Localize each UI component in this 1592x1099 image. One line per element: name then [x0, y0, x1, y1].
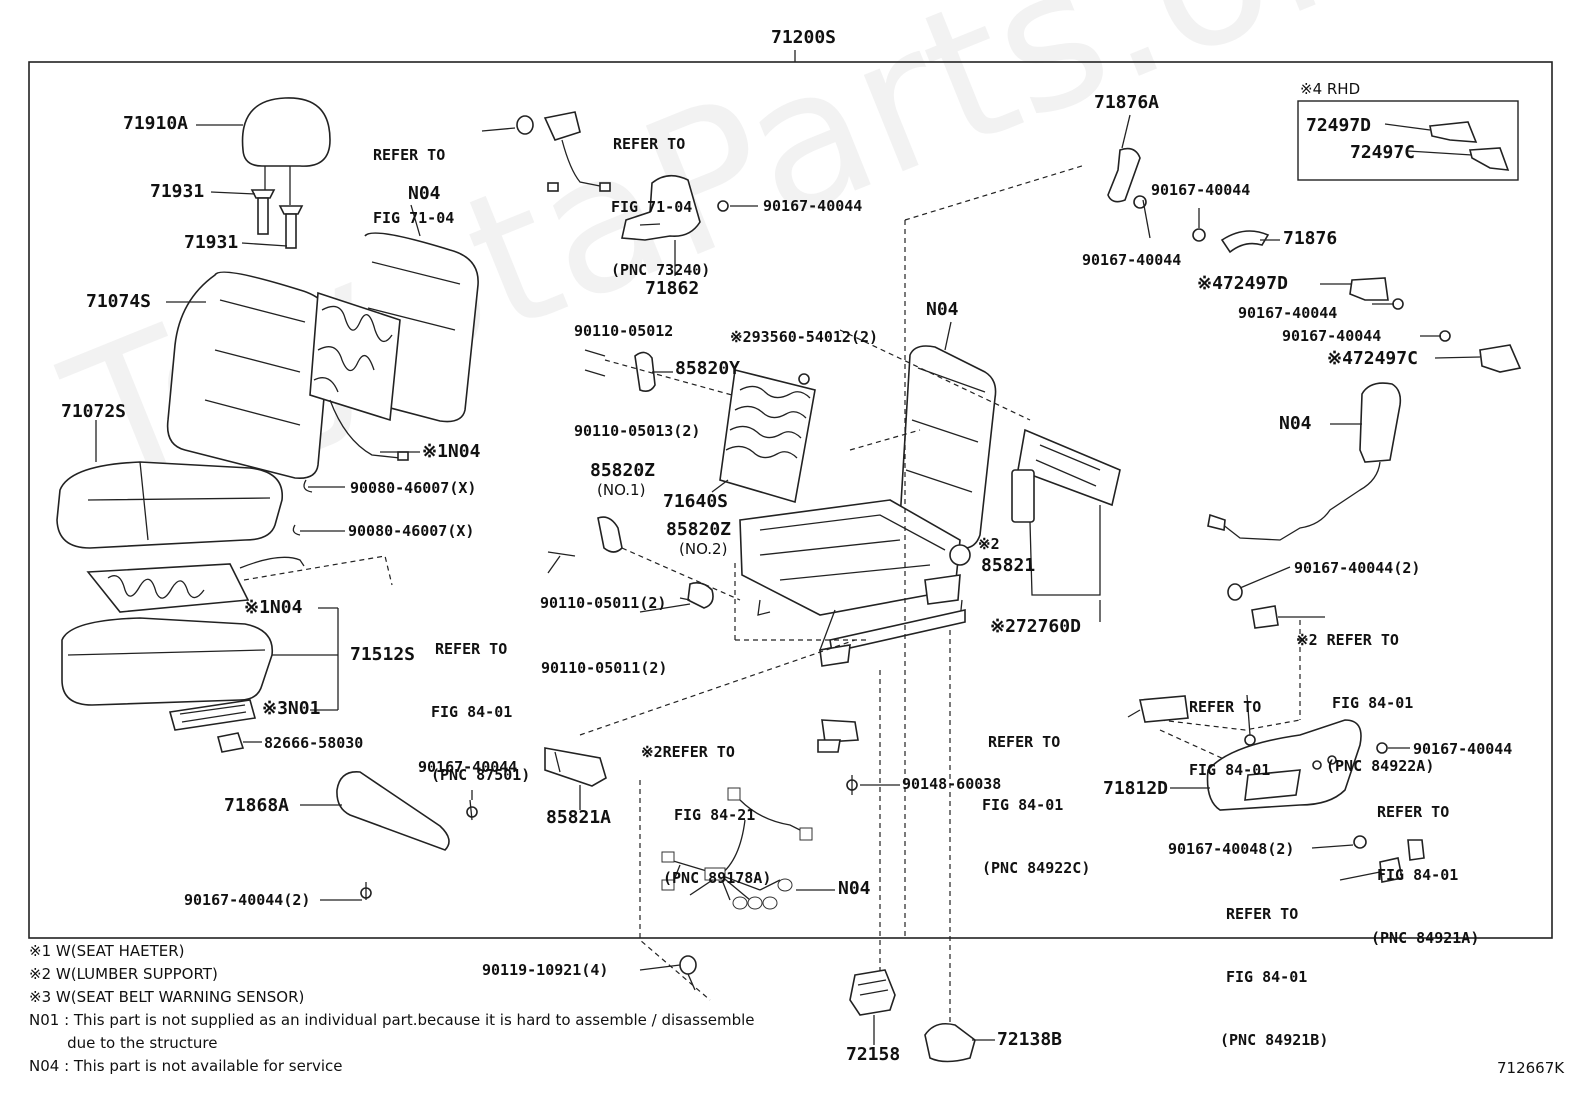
refer-fig-84-21-pnc-89178A[interactable]: ※2REFER TO FIG 84-21 (PNC 89178A) [641, 700, 771, 931]
refer-pnc: (PNC 73240) [611, 261, 711, 279]
part-72158[interactable]: 72158 [846, 1044, 901, 1065]
part-90110-05012[interactable]: 90110-05012 [574, 322, 674, 340]
part-90080-46007-lower[interactable]: 90080-46007(X) [348, 522, 475, 540]
part-90167-40044-76A-lower[interactable]: 90167-40044 [1082, 251, 1182, 269]
part-N01-sensor[interactable]: ※3N01 [262, 698, 321, 719]
refer-fig-84-01-pnc-87501[interactable]: REFER TO FIG 84-01 (PNC 87501) [431, 597, 530, 828]
part-90167-40044-r2[interactable]: 90167-40044 [1282, 327, 1382, 345]
part-90167-40044-r1[interactable]: 90167-40044 [1238, 304, 1338, 322]
part-72138B[interactable]: 72138B [997, 1029, 1063, 1050]
part-71931-lower[interactable]: 71931 [184, 232, 239, 253]
part-90167-40044-76A-upper[interactable]: 90167-40044 [1151, 181, 1251, 199]
refer-fig-84-01[interactable]: REFER TO FIG 84-01 [1189, 655, 1270, 823]
refer-line: REFER TO [435, 640, 508, 658]
part-N04-heater[interactable]: ※1N04 [422, 441, 481, 462]
part-90080-46007-upper[interactable]: 90080-46007(X) [350, 479, 477, 497]
part-85821A[interactable]: 85821A [546, 807, 612, 828]
part-N04-back-pad[interactable]: N04 [408, 183, 441, 204]
part-93560-54012[interactable]: ※293560-54012(2) [730, 328, 879, 346]
refer-pnc: (PNC 89178A) [663, 869, 772, 887]
refer-line: REFER TO [1377, 803, 1450, 821]
refer-fig: FIG 84-01 [1226, 968, 1308, 986]
part-90167-40044-2-right[interactable]: 90167-40044(2) [1294, 559, 1421, 577]
footnote-n04: N04 : This part is not available for ser… [29, 1057, 343, 1075]
footnote-1: ※1 W(SEAT HAETER) [29, 942, 185, 960]
part-71512S[interactable]: 71512S [350, 644, 416, 665]
part-71812D[interactable]: 71812D [1103, 778, 1169, 799]
part-N04-frame[interactable]: N04 [926, 299, 959, 320]
part-90110-05011-lower[interactable]: 90110-05011(2) [541, 659, 668, 677]
refer-pnc: (PNC 87501) [431, 766, 531, 784]
refer-fig: FIG 84-01 [1189, 761, 1271, 779]
refer-pnc: (PNC 84922C) [982, 859, 1091, 877]
part-90110-05013[interactable]: 90110-05013(2) [574, 422, 701, 440]
refer-fig-84-01-pnc-84922C[interactable]: REFER TO FIG 84-01 (PNC 84922C) [982, 690, 1090, 921]
part-N04-cushion-heater[interactable]: ※1N04 [244, 597, 303, 618]
part-90167-40048[interactable]: 90167-40048(2) [1168, 840, 1295, 858]
rhd-box-title: ※4 RHD [1300, 80, 1361, 98]
refer-line: ※2 REFER TO [1296, 631, 1399, 649]
refer-line: REFER TO [373, 146, 446, 164]
refer-fig: FIG 84-01 [982, 796, 1064, 814]
assembly-label: 71200S [771, 27, 837, 48]
refer-line: REFER TO [1226, 905, 1299, 923]
part-90148-60038[interactable]: 90148-60038 [902, 775, 1002, 793]
part-90167-40044-71812[interactable]: 90167-40044 [1413, 740, 1513, 758]
part-71876A[interactable]: 71876A [1094, 92, 1160, 113]
refer-fig: FIG 71-04 [373, 209, 455, 227]
part-72760D[interactable]: ※272760D [990, 616, 1081, 637]
part-90167-40044-2-bottom[interactable]: 90167-40044(2) [184, 891, 311, 909]
footnote-n01: N01 : This part is not supplied as an in… [29, 1011, 755, 1029]
part-N04-airbag[interactable]: N04 [1279, 413, 1312, 434]
diagram-code: 712667K [1497, 1059, 1565, 1077]
part-90110-05011-upper[interactable]: 90110-05011(2) [540, 594, 667, 612]
part-71640S[interactable]: 71640S [663, 491, 729, 512]
part-85820Z-no1-sub: (NO.1) [597, 481, 646, 499]
refer-pnc: (PNC 84921A) [1371, 929, 1480, 947]
refer-fig: FIG 84-21 [674, 806, 756, 824]
part-71072S[interactable]: 71072S [61, 401, 127, 422]
footnote-n01-cont: due to the structure [29, 1034, 218, 1052]
part-72497C-rhd[interactable]: 72497C [1350, 142, 1416, 163]
part-90119-10921[interactable]: 90119-10921(4) [482, 961, 609, 979]
part-90167-40044-trim[interactable]: 90167-40044 [418, 758, 518, 776]
refer-pnc: (PNC 84921B) [1220, 1031, 1329, 1049]
part-71876[interactable]: 71876 [1283, 228, 1338, 249]
part-72497C[interactable]: ※472497C [1327, 348, 1418, 369]
part-85821-mark: ※2 [978, 535, 1000, 553]
footnote-3: ※3 W(SEAT BELT WARNING SENSOR) [29, 988, 305, 1006]
refer-fig-84-01-pnc-84922A[interactable]: ※2 REFER TO FIG 84-01 (PNC 84922A) [1296, 588, 1434, 819]
refer-line: REFER TO [988, 733, 1061, 751]
refer-fig: FIG 71-04 [611, 198, 693, 216]
part-85820Z-no1[interactable]: 85820Z [590, 460, 656, 481]
part-85820Y[interactable]: 85820Y [675, 358, 741, 379]
refer-fig: FIG 84-01 [431, 703, 513, 721]
part-71074S[interactable]: 71074S [86, 291, 152, 312]
refer-fig-71-04-a[interactable]: REFER TO FIG 71-04 [373, 103, 454, 271]
refer-fig-84-01-pnc-84921A[interactable]: REFER TO FIG 84-01 (PNC 84921A) [1371, 760, 1479, 991]
part-72497D[interactable]: ※472497D [1197, 273, 1288, 294]
part-85821[interactable]: 85821 [981, 555, 1036, 576]
part-71931-upper[interactable]: 71931 [150, 181, 205, 202]
refer-line: REFER TO [1189, 698, 1262, 716]
refer-fig: FIG 84-01 [1332, 694, 1414, 712]
part-71868A[interactable]: 71868A [224, 795, 290, 816]
part-N04-harness[interactable]: N04 [838, 878, 871, 899]
refer-line: REFER TO [613, 135, 686, 153]
refer-fig-71-04-pnc-73240[interactable]: REFER TO FIG 71-04 (PNC 73240) [611, 92, 710, 323]
part-82666-58030[interactable]: 82666-58030 [264, 734, 364, 752]
refer-fig: FIG 84-01 [1377, 866, 1459, 884]
part-71910A[interactable]: 71910A [123, 113, 189, 134]
part-72497D-rhd[interactable]: 72497D [1306, 115, 1372, 136]
refer-pnc: (PNC 84922A) [1326, 757, 1435, 775]
part-85820Z-no2[interactable]: 85820Z [666, 519, 732, 540]
part-90167-40044-71862[interactable]: 90167-40044 [763, 197, 863, 215]
part-85820Z-no2-sub: (NO.2) [679, 540, 728, 558]
refer-fig-84-01-pnc-84921B[interactable]: REFER TO FIG 84-01 (PNC 84921B) [1220, 862, 1328, 1093]
footnote-2: ※2 W(LUMBER SUPPORT) [29, 965, 218, 983]
part-71862[interactable]: 71862 [645, 278, 700, 299]
refer-line: ※2REFER TO [641, 743, 735, 761]
